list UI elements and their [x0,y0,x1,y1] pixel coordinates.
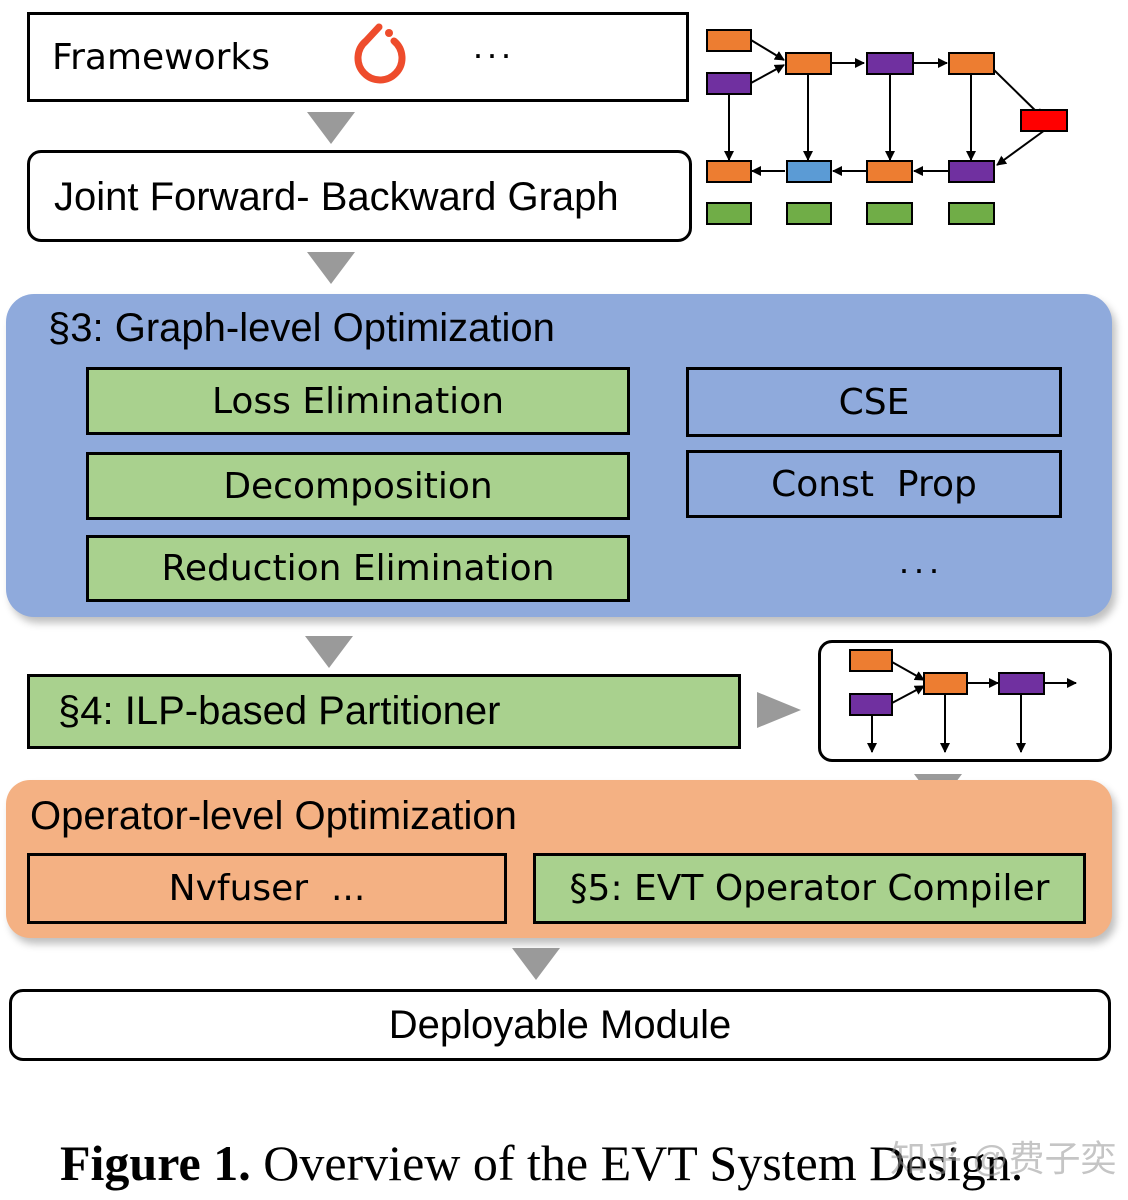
graph-node [948,160,995,183]
down-arrow-3 [305,636,353,668]
down-arrow-2 [307,252,355,284]
partitioned-graph-diagram [849,649,1077,753]
graph-node [849,693,893,716]
right-arrow [757,692,801,728]
graph-node [866,202,913,225]
graph-node [923,672,968,695]
joint-graph-diagram [706,29,1068,225]
frameworks-label: Frameworks [52,37,271,78]
figure-label: Figure 1. [60,1135,251,1191]
partitioner-label: §4: ILP-based Partitioner [58,689,501,733]
pass-loss-elimination: Loss Elimination [86,367,630,435]
frameworks-box: Frameworks ··· [27,12,689,102]
partitioner-box: §4: ILP-based Partitioner [27,674,741,749]
graph-node [849,649,893,672]
down-arrow-1 [307,112,355,144]
graph-node [785,52,832,75]
pytorch-flame-icon [354,23,406,84]
graph-node [786,160,832,183]
pass-reduction-elimination: Reduction Elimination [86,535,630,602]
joint-graph-label: Joint Forward- Backward Graph [54,175,619,219]
pass-cse: CSE [686,367,1062,437]
graph-node [998,672,1045,695]
graph-node [948,52,995,75]
evt-compiler-box: §5: EVT Operator Compiler [533,853,1086,924]
figure-caption-text: Overview of the EVT System Design. [250,1135,1024,1191]
joint-graph-box: Joint Forward- Backward Graph [27,150,692,242]
operator-level-title: Operator-level Optimization [30,794,517,838]
nvfuser-box: Nvfuser ... [27,853,507,924]
pass-const-prop: Const Prop [686,450,1062,518]
graph-node [948,202,995,225]
graph-node [866,52,914,75]
watermark: 知乎 @费子奕 [890,1138,1117,1179]
pass-decomposition: Decomposition [86,452,630,520]
figure-caption: Figure 1. Overview of the EVT System Des… [60,1134,1023,1192]
graph-node [1020,109,1068,132]
graph-node [706,72,752,95]
graph-node [786,202,832,225]
graph-level-title: §3: Graph-level Optimization [48,306,555,350]
graph-node [866,160,913,183]
frameworks-ellipsis: ··· [472,33,514,74]
graph-node [706,202,752,225]
deployable-module-label: Deployable Module [388,1002,732,1047]
graph-node [706,160,752,183]
deployable-module-box: Deployable Module [9,989,1111,1061]
graph-node [706,29,752,52]
down-arrow-5 [512,948,560,980]
graph-level-ellipsis: ··· [898,548,943,589]
